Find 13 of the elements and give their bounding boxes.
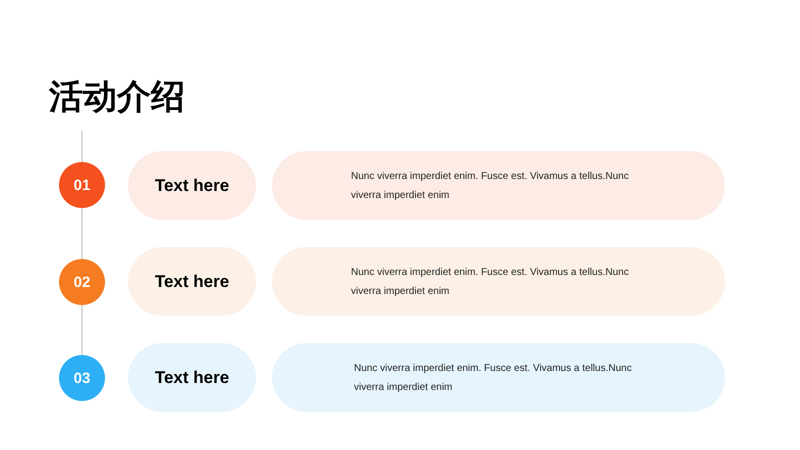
item-title: Text here xyxy=(154,174,230,196)
slide-title: 活动介绍 xyxy=(49,77,185,118)
description-text: Nunc viverra imperdiet enim. Fusce est. Vivamus a tellus.Nunc viverra imperdiet enim xyxy=(354,362,633,394)
timeline-line xyxy=(81,130,83,162)
item-title: Text here xyxy=(154,366,230,388)
step-number: 03 xyxy=(74,370,90,386)
item-title: Text here xyxy=(154,270,230,292)
step-number: 02 xyxy=(74,274,90,290)
description-text: Nunc viverra imperdiet enim. Fusce est. Vivamus a tellus.Nunc viverra imperdiet enim xyxy=(351,170,630,202)
timeline-line xyxy=(81,305,83,355)
step-number: 01 xyxy=(74,178,90,192)
timeline-line xyxy=(81,208,83,259)
description-text: Nunc viverra imperdiet enim. Fusce est. Vivamus a tellus.Nunc viverra imperdiet enim xyxy=(351,266,630,298)
